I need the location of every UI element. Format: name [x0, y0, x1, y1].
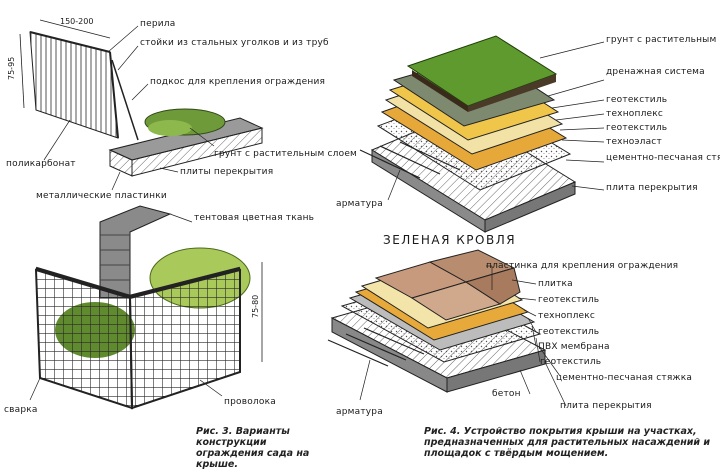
label-slab-right: плита перекрытия: [606, 183, 698, 193]
caption-fig3: Рис. 3. Варианты конструкции ограждения …: [196, 426, 310, 470]
label-plate: пластинка для крепления ограждения: [486, 261, 678, 271]
label-geotextile-paved-1: геотекстиль: [538, 295, 599, 305]
label-geotextile-paved-3: геотекстиль: [540, 357, 601, 367]
dim-line-width: [39, 19, 111, 39]
label-slab-paved: плита перекрытия: [560, 401, 652, 411]
post: [109, 51, 119, 139]
label-soil-left: грунт с растительным слоем: [214, 149, 357, 159]
shrub-highlight: [148, 120, 192, 136]
fence-mesh-figure: 75-80 тентовая цветная ткань сварка пров…: [4, 205, 314, 415]
brace: [111, 59, 139, 141]
label-posts: стойки из стальных уголков и из труб: [140, 38, 329, 48]
label-rebar-paved: арматура: [336, 407, 383, 417]
label-welding: сварка: [4, 405, 38, 415]
green-roof-figure: грунт с растительным слоем дренажная сис…: [336, 35, 720, 247]
label-pvc: ПВХ мембрана: [538, 342, 610, 352]
fence-polycarbonate-figure: 150-200 75-95 перила стойки из стальных …: [6, 17, 357, 201]
label-wire: проволока: [224, 397, 276, 407]
mesh-panel-side: [128, 268, 241, 410]
dim-line-height: [19, 33, 25, 109]
label-technoplex: техноплекс: [606, 109, 663, 119]
label-tile: плитка: [538, 279, 573, 289]
label-technoelast: техноэласт: [606, 137, 662, 147]
caption-fig4: Рис. 4. Устройство покрытия крыши на уча…: [424, 426, 711, 459]
label-screed-paved: цементно-песчаная стяжка: [556, 373, 692, 383]
label-metal-plates: металлические пластинки: [36, 191, 167, 201]
caption-fig3-wrap: Рис. 3. Варианты конструкции ограждения …: [196, 426, 310, 470]
dim-width-label: 150-200: [60, 17, 93, 26]
caption-fig4-wrap: Рис. 4. Устройство покрытия крыши на уча…: [424, 426, 711, 459]
label-concrete: бетон: [492, 389, 521, 399]
polycarbonate-panel: [29, 31, 119, 139]
label-rebar-right: арматура: [336, 199, 383, 209]
label-geotextile-paved-2: геотекстиль: [538, 327, 599, 337]
label-polycarbonate: поликарбонат: [6, 159, 76, 169]
tile-4: [464, 267, 521, 305]
label-technoplex-paved: техноплекс: [538, 311, 595, 321]
dim-mesh-height: 75-80: [251, 295, 260, 318]
floor-slab-side: [131, 127, 263, 177]
railing-top: [29, 31, 111, 53]
green-roof-title: ЗЕЛЕНАЯ КРОВЛЯ: [383, 233, 516, 247]
label-awning: тентовая цветная ткань: [194, 213, 314, 223]
dim-height-label: 75-95: [7, 57, 16, 80]
label-geotextile-2: геотекстиль: [606, 123, 667, 133]
label-screed-right: цементно-песчаная стяжка: [606, 153, 720, 163]
label-floor-slab: плиты перекрытия: [180, 167, 273, 177]
label-brace: подкос для крепления ограждения: [150, 77, 325, 87]
label-soil-right: грунт с растительным слоем: [606, 35, 720, 45]
label-railing: перила: [140, 19, 175, 29]
label-drainage: дренажная система: [606, 67, 705, 77]
label-geotextile-1: геотекстиль: [606, 95, 667, 105]
paved-roof-figure: пластинка для крепления ограждения плитк…: [327, 249, 692, 417]
